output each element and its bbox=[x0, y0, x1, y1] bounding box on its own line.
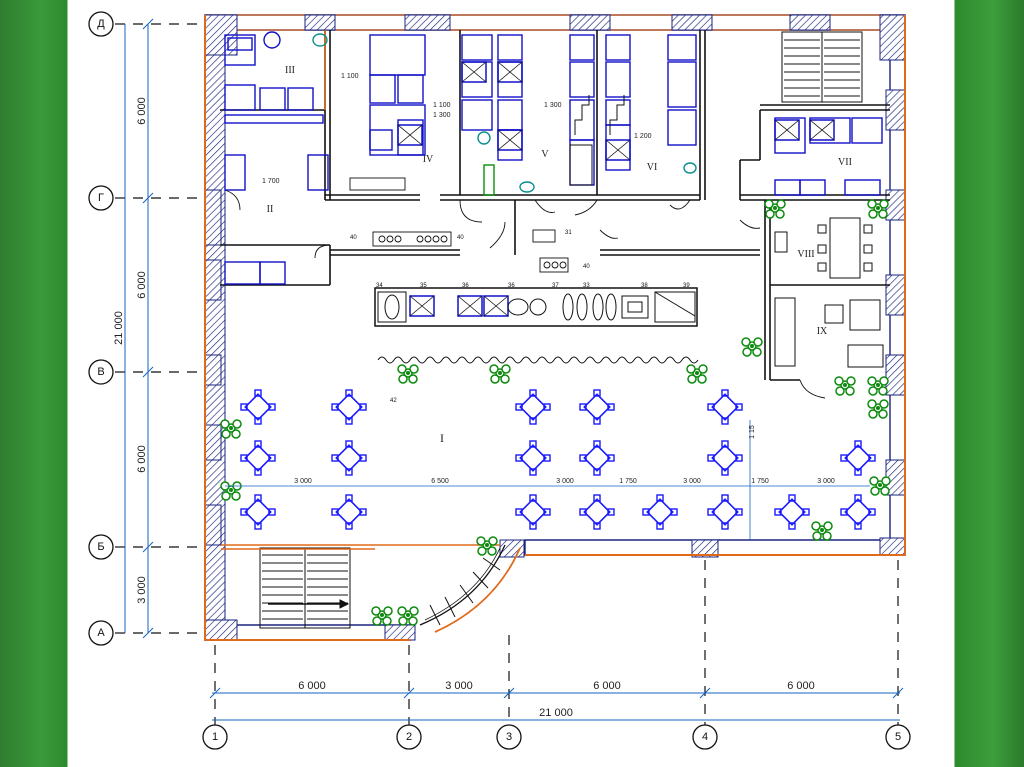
service-counter bbox=[374, 287, 698, 327]
dimension-lines bbox=[124, 18, 904, 721]
floor-plan-drawing: Д Г В Б А 1 2 3 4 5 6 000 6 000 6 000 3 … bbox=[88, 11, 911, 750]
hall-dimension-vertical: 1 15 bbox=[749, 425, 756, 439]
hall-dimension-lines bbox=[225, 420, 870, 540]
axis-bubbles bbox=[88, 11, 911, 750]
axis-label-column: 2 bbox=[406, 731, 412, 743]
exterior-walls bbox=[204, 14, 906, 641]
equipment-number: 35 bbox=[420, 283, 427, 289]
room-label-hall: I bbox=[440, 431, 444, 445]
axis-label-column: 4 bbox=[702, 731, 708, 743]
dimension-bottom-4: 6 000 bbox=[787, 680, 815, 692]
dimension-left-1: 6 000 bbox=[136, 97, 148, 125]
hall-dimension: 1 750 bbox=[751, 478, 769, 485]
room-label: VIII bbox=[797, 249, 814, 260]
kitchen-dimension: 1 300 bbox=[433, 112, 451, 119]
kitchen-dimension: 1 700 bbox=[262, 178, 280, 185]
room-label: IV bbox=[423, 154, 434, 165]
kitchen-dimension: 1 200 bbox=[634, 133, 652, 140]
stairs-bottom-left bbox=[259, 547, 351, 629]
hall-dimension: 6 500 bbox=[431, 478, 449, 485]
room-label: II bbox=[267, 204, 274, 215]
axis-label-row: В bbox=[97, 366, 104, 378]
equipment-number: 38 bbox=[641, 283, 648, 289]
equipment-number: 34 bbox=[376, 283, 383, 289]
curtain-line bbox=[377, 356, 699, 364]
room-label: IX bbox=[817, 326, 828, 337]
dimension-bottom-total: 21 000 bbox=[539, 707, 573, 719]
dining-tables bbox=[240, 389, 876, 530]
kitchen-dimension: 1 100 bbox=[433, 102, 451, 109]
room-label: VII bbox=[838, 157, 852, 168]
kitchen-dimension: 1 100 bbox=[341, 73, 359, 80]
dimension-left-3: 6 000 bbox=[136, 445, 148, 473]
hall-dimension: 3 000 bbox=[817, 478, 835, 485]
hall-dimension: 3 000 bbox=[556, 478, 574, 485]
equipment-number: 37 bbox=[552, 283, 559, 289]
hall-dimension: 3 000 bbox=[683, 478, 701, 485]
room-label: V bbox=[541, 149, 549, 160]
dimension-bottom-1: 6 000 bbox=[298, 680, 326, 692]
axis-label-row: А bbox=[97, 627, 105, 639]
axis-label-column: 1 bbox=[212, 731, 218, 743]
dimension-bottom-2: 3 000 bbox=[445, 680, 473, 692]
room-label: VI bbox=[647, 162, 658, 173]
sinks bbox=[312, 33, 697, 196]
interior-walls bbox=[220, 30, 890, 381]
equipment-number: 31 bbox=[565, 230, 572, 236]
kitchen-dimension: 1 300 bbox=[544, 102, 562, 109]
dimension-left-total: 21 000 bbox=[113, 311, 125, 345]
equipment-number: 36 bbox=[508, 283, 515, 289]
shelf-symbols bbox=[569, 95, 625, 186]
partition-lines bbox=[221, 30, 500, 550]
grid-lines bbox=[115, 23, 899, 725]
equipment-number: 39 bbox=[683, 283, 690, 289]
room-label: III bbox=[285, 65, 295, 76]
slide: Д Г В Б А 1 2 3 4 5 6 000 6 000 6 000 3 … bbox=[68, 0, 954, 767]
equipment-number: 40 bbox=[457, 235, 464, 241]
curved-entrance bbox=[419, 544, 521, 633]
dimension-bottom-3: 6 000 bbox=[593, 680, 621, 692]
equipment-number: 40 bbox=[350, 235, 357, 241]
equipment-number: 40 bbox=[583, 264, 590, 270]
table-number: 42 bbox=[390, 398, 397, 404]
axis-label-column: 5 bbox=[895, 731, 901, 743]
crossed-equipment bbox=[397, 61, 835, 161]
hall-dimension: 3 000 bbox=[294, 478, 312, 485]
kitchen-equipment bbox=[224, 31, 883, 285]
axis-label-row: Д bbox=[97, 18, 105, 30]
dimension-left-2: 6 000 bbox=[136, 271, 148, 299]
door-swings bbox=[224, 189, 826, 399]
office-furniture bbox=[774, 217, 884, 368]
hall-dimension: 1 750 bbox=[619, 478, 637, 485]
stairs-top-right bbox=[781, 31, 863, 103]
axis-label-row: Б bbox=[97, 541, 104, 553]
dimension-left-4: 3 000 bbox=[136, 576, 148, 604]
equipment-number: 36 bbox=[462, 283, 469, 289]
stoves bbox=[349, 177, 569, 273]
axis-label-column: 3 bbox=[506, 731, 512, 743]
equipment-number: 33 bbox=[583, 283, 590, 289]
axis-label-row: Г bbox=[98, 192, 104, 204]
plants bbox=[220, 199, 891, 626]
